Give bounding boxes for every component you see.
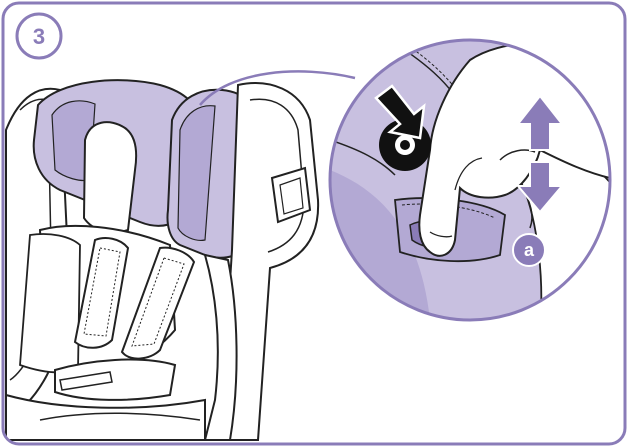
callout-badge-a: a: [513, 234, 545, 266]
headrest-center-pad: [84, 122, 136, 232]
callout-letter: a: [524, 240, 535, 260]
step-number: 3: [33, 24, 45, 49]
step-number-badge: 3: [17, 14, 61, 58]
